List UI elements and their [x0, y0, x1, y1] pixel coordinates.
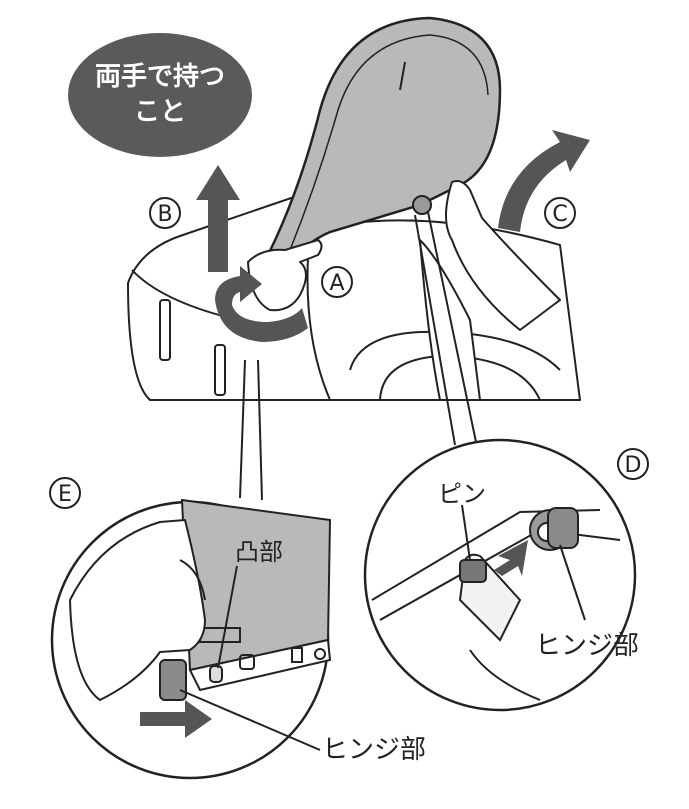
- detail-e: 凸部 ヒンジ部: [50, 359, 426, 780]
- protrusion-shape: [209, 665, 223, 683]
- lid-inner-edge: [289, 34, 489, 251]
- arrow-up-icon: [196, 165, 240, 272]
- arrow-curve-icon: [498, 130, 590, 232]
- arrows-main: [196, 130, 590, 342]
- detail-d-content: [371, 504, 621, 701]
- arrow-right-icon: [140, 700, 212, 738]
- left-hand: [247, 239, 323, 312]
- detail-e-content: [69, 498, 332, 751]
- lid-mark: [399, 61, 406, 91]
- hinge-d-shape: [529, 507, 579, 551]
- hinge-e-label: ヒンジ部: [322, 735, 426, 765]
- leader-pin: [461, 504, 471, 561]
- letter-a: A: [321, 266, 353, 298]
- leader-hinge-e: [179, 689, 321, 751]
- letter-e: E: [49, 477, 81, 509]
- callout-bubble: 両手で持つ こと: [68, 33, 252, 157]
- letter-d: D: [617, 448, 649, 480]
- leader-hinge-d: [559, 544, 586, 621]
- hands-main: [247, 180, 561, 401]
- leader-protrusion: [217, 565, 238, 669]
- letter-a-text: A: [329, 271, 344, 296]
- slot-1: [159, 299, 171, 361]
- hinge-main: [412, 195, 432, 215]
- leader-e: [239, 359, 263, 501]
- slot-2: [214, 344, 226, 396]
- letter-d-text: D: [625, 453, 642, 478]
- pin-shape: [459, 559, 487, 583]
- right-hand: [445, 180, 561, 331]
- pin-label: ピン: [438, 480, 486, 508]
- letter-e-text: E: [58, 482, 72, 507]
- detail-d: ピン ヒンジ部: [363, 211, 639, 712]
- protrusion-label: 凸部: [235, 538, 283, 566]
- hand-e: [69, 519, 206, 701]
- letter-b: B: [149, 197, 181, 229]
- detail-d-circle: [363, 438, 637, 712]
- arrow-rotate-icon: [215, 266, 308, 342]
- letter-b-text: B: [157, 202, 172, 227]
- callout-line2: こと: [134, 97, 186, 127]
- callout-shape: [68, 33, 252, 157]
- arrow-left-icon: [494, 540, 528, 576]
- letter-c-text: C: [552, 202, 567, 227]
- leader-d: [414, 211, 477, 446]
- letter-c: C: [544, 197, 576, 229]
- callout-line1: 両手で持つ: [95, 62, 225, 92]
- hinge-d-label: ヒンジ部: [535, 631, 639, 661]
- hinge-e-shape: [159, 659, 187, 701]
- step-letters: A B C D E: [49, 197, 649, 509]
- bowl-opening: [349, 330, 561, 371]
